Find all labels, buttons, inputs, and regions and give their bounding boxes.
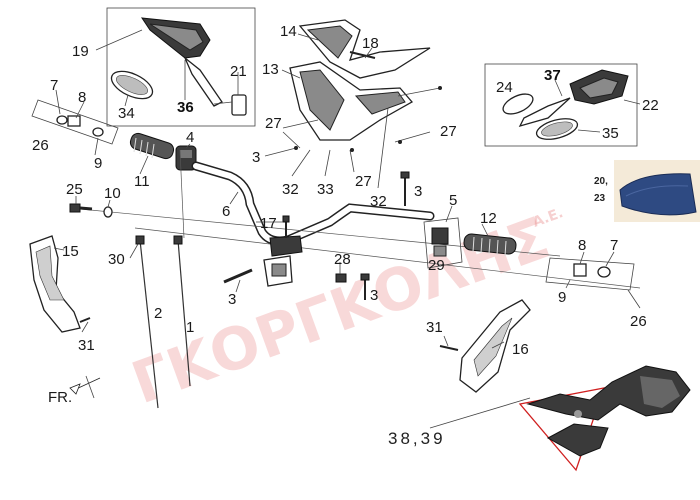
mirror-stay-38-39 <box>526 365 691 457</box>
label-3-a: 3 <box>252 149 260 166</box>
label-30: 30 <box>108 251 125 268</box>
seat <box>619 173 697 216</box>
label-32-a: 32 <box>282 181 299 198</box>
label-27-a: 27 <box>265 115 282 132</box>
left-side-cover <box>29 235 81 333</box>
bolt-25 <box>69 203 93 213</box>
label-8-a: 8 <box>78 89 86 106</box>
right-bar-end-assembly <box>545 257 635 291</box>
label-25: 25 <box>66 181 83 198</box>
label-22: 22 <box>642 97 659 114</box>
mirror-left-box <box>106 7 256 127</box>
label-12: 12 <box>480 210 497 227</box>
label-31-b: 31 <box>426 319 443 336</box>
label-3-c: 3 <box>228 291 236 308</box>
label-31-a: 31 <box>78 337 95 354</box>
label-38-39: 38,39 <box>388 429 446 448</box>
label-21: 21 <box>230 63 247 80</box>
label-32-b: 32 <box>370 193 387 210</box>
left-grip <box>129 132 175 160</box>
throttle-cables <box>135 235 191 409</box>
label-8-b: 8 <box>578 237 586 254</box>
front-direction-arrow <box>69 375 101 399</box>
label-14: 14 <box>280 23 297 40</box>
inset-label-23: 23 <box>594 193 606 204</box>
label-36: 36 <box>177 99 194 116</box>
label-2: 2 <box>154 305 162 322</box>
label-26-b: 26 <box>630 313 647 330</box>
label-4: 4 <box>186 129 194 146</box>
handlebar <box>191 161 435 246</box>
label-7-b: 7 <box>610 237 618 254</box>
label-10: 10 <box>104 185 121 202</box>
label-19: 19 <box>72 43 89 60</box>
mirror-right-box <box>484 63 638 147</box>
label-1: 1 <box>186 319 194 336</box>
inset-label-20: 20, <box>594 176 608 187</box>
switch-housing <box>175 145 197 171</box>
front-cowl <box>289 19 431 141</box>
left-bar-end-assembly <box>31 99 119 145</box>
label-28: 28 <box>334 251 351 268</box>
handlebar-clamp <box>263 215 303 287</box>
washer-10 <box>103 206 113 218</box>
label-37: 37 <box>544 67 561 84</box>
label-18: 18 <box>362 35 379 52</box>
watermark-text: ΓΚΟΡΓΚΟΛΗΣ <box>123 204 558 418</box>
label-6: 6 <box>222 203 230 220</box>
label-27-c: 27 <box>355 173 372 190</box>
right-grip <box>463 233 517 257</box>
label-3-b: 3 <box>414 183 422 200</box>
right-side-cover <box>459 299 531 393</box>
label-16: 16 <box>512 341 529 358</box>
label-9-b: 9 <box>558 289 566 306</box>
bolt-28 <box>335 273 347 283</box>
rod-3 <box>223 268 253 284</box>
label-24: 24 <box>496 79 513 96</box>
part-labels: 19 36 34 21 14 18 13 27 27 3 32 33 27 32… <box>32 23 659 448</box>
label-3-d: 3 <box>370 287 378 304</box>
label-35: 35 <box>602 125 619 142</box>
mirror-left <box>140 17 247 116</box>
label-fr: FR. <box>48 389 72 406</box>
label-9-a: 9 <box>94 155 102 172</box>
mirror-right <box>518 69 629 128</box>
label-17: 17 <box>260 215 277 232</box>
label-15: 15 <box>62 243 79 260</box>
label-34: 34 <box>118 105 135 122</box>
label-11: 11 <box>134 173 150 190</box>
label-33: 33 <box>317 181 334 198</box>
label-13: 13 <box>262 61 279 78</box>
label-29: 29 <box>428 257 445 274</box>
label-27-b: 27 <box>440 123 457 140</box>
label-5: 5 <box>449 192 457 209</box>
label-26-a: 26 <box>32 137 49 154</box>
label-7-a: 7 <box>50 77 58 94</box>
mirror-mount-right <box>502 93 534 115</box>
